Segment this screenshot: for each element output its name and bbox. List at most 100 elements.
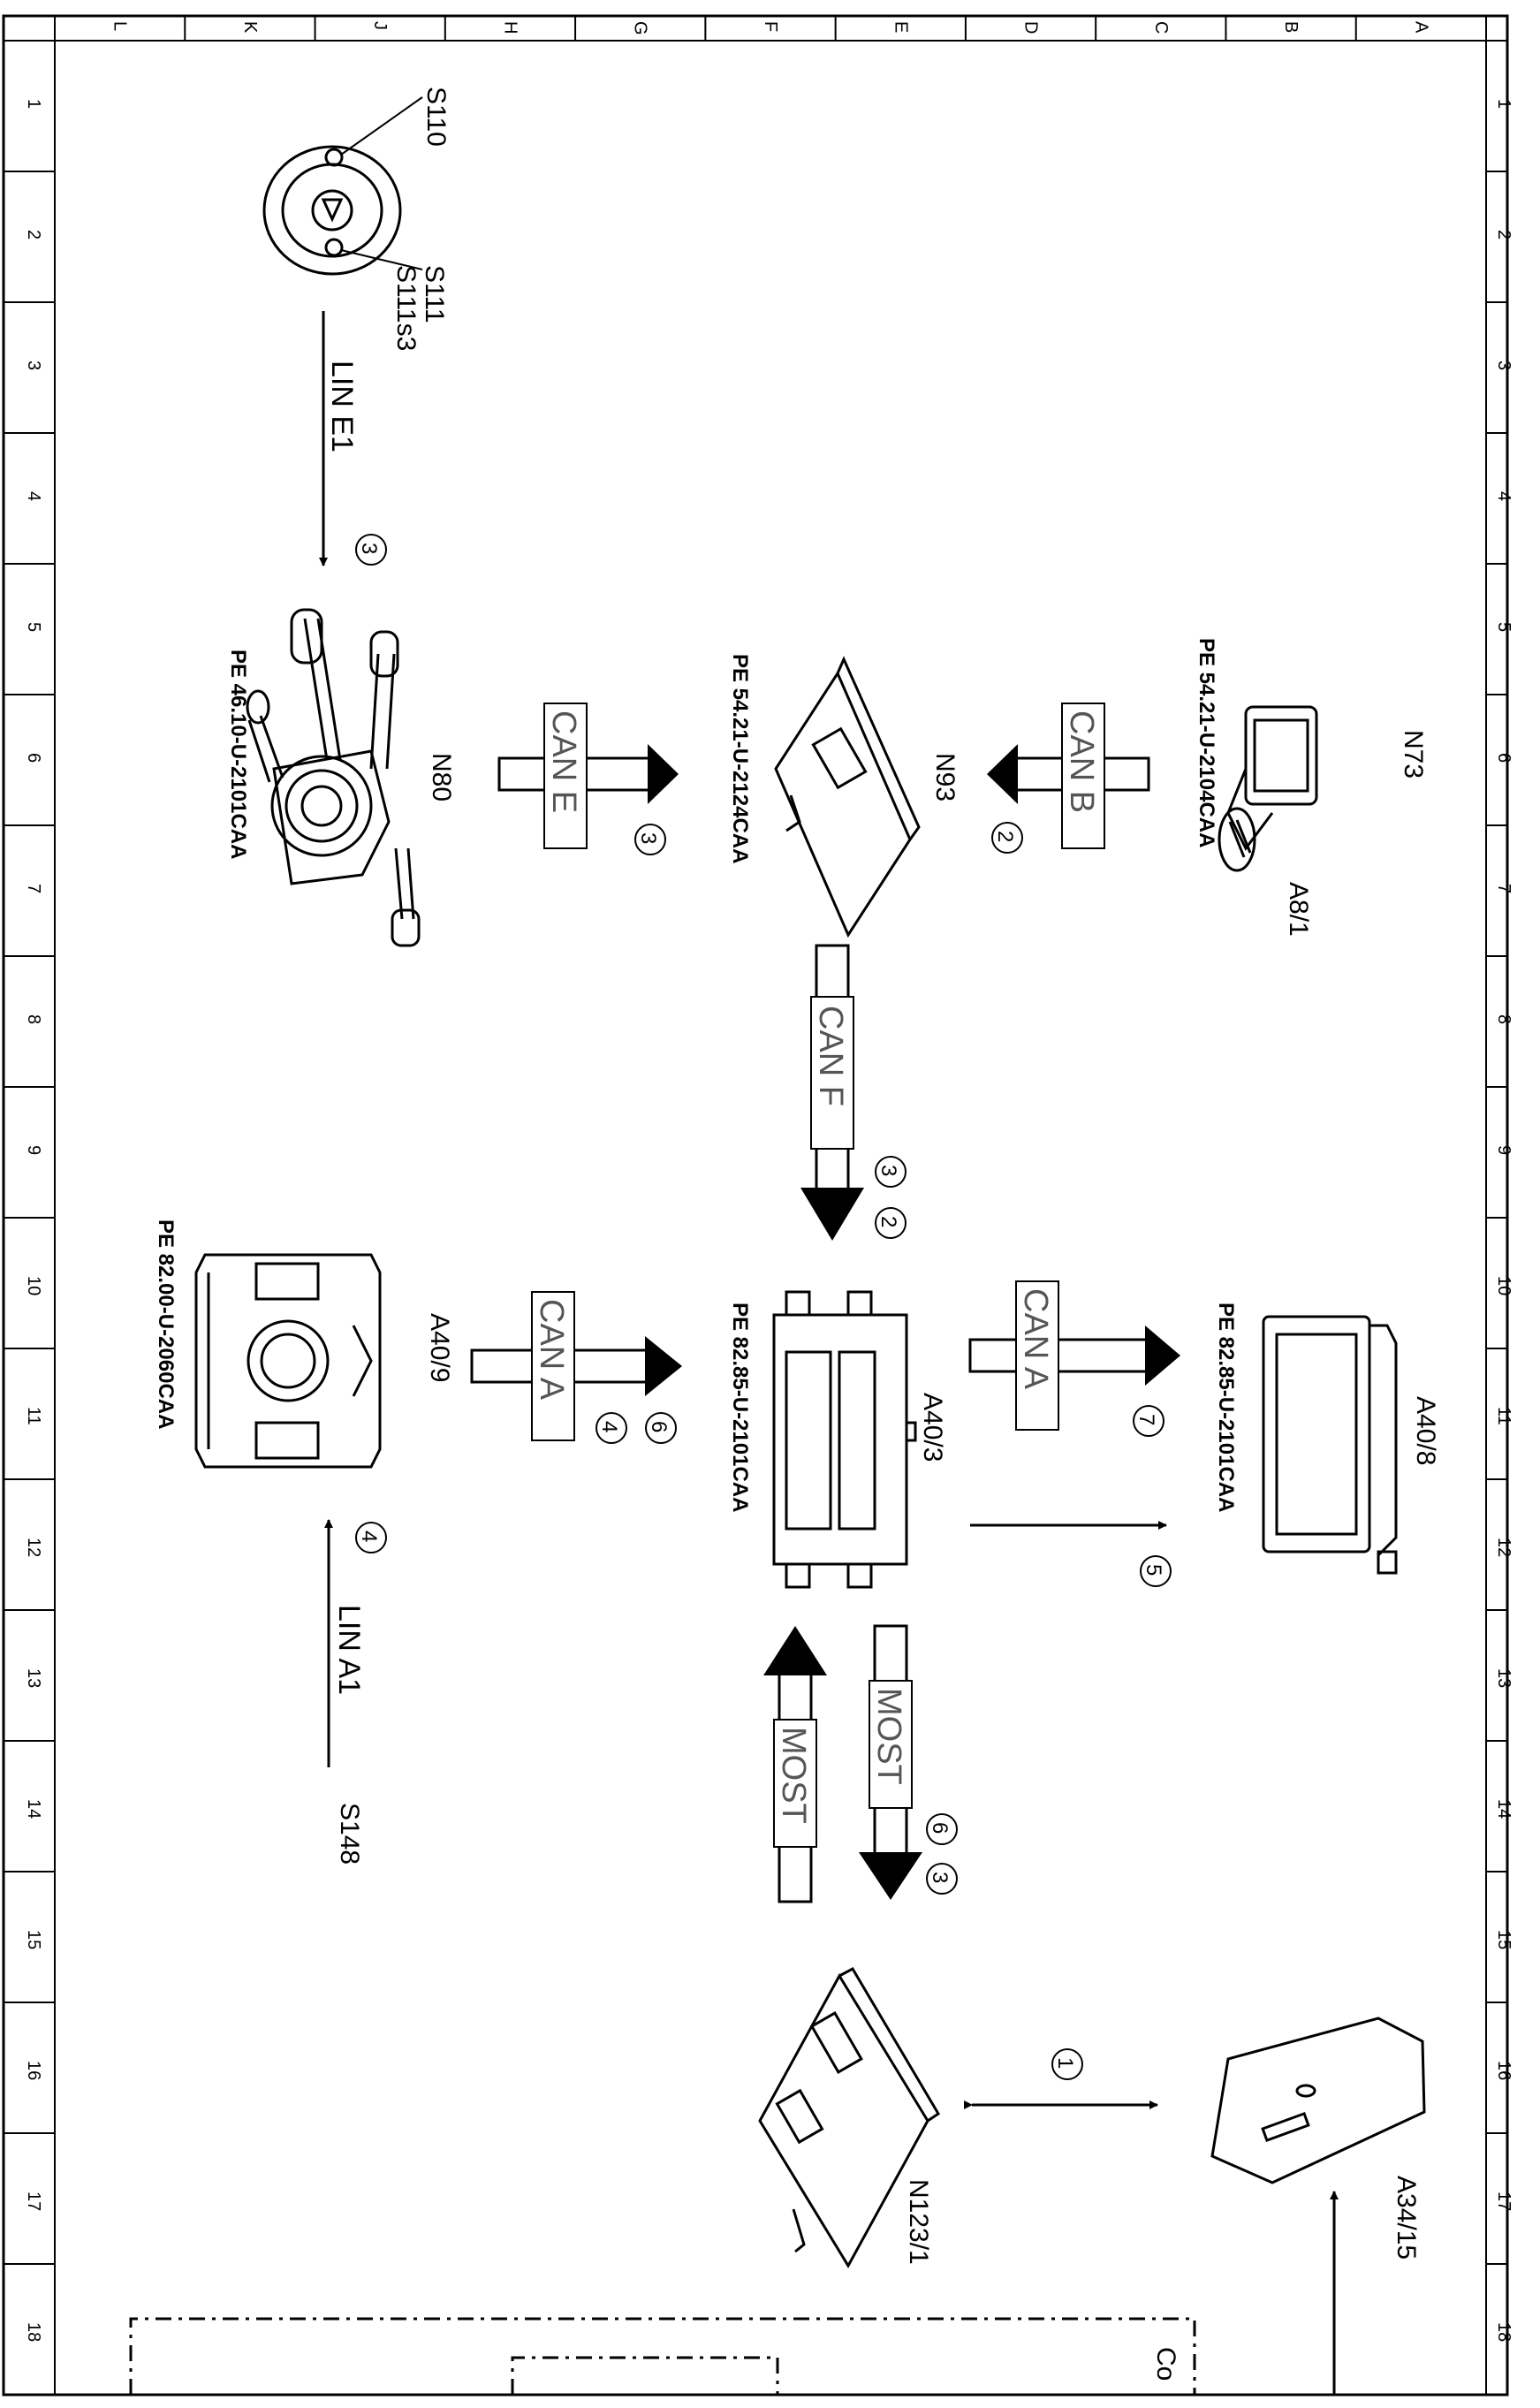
row-label-left: 16 xyxy=(24,2061,43,2080)
row-label-left: 6 xyxy=(24,753,43,763)
connector-dashed-box xyxy=(129,2317,1196,2395)
most-up-arrow xyxy=(763,1626,827,1903)
row-label-left: 7 xyxy=(24,884,43,893)
marker-can-a-left-4: 4 xyxy=(596,1412,627,1444)
row-label-left: 14 xyxy=(24,1799,43,1819)
row-label-left: 17 xyxy=(24,2192,43,2211)
svg-text:3: 3 xyxy=(357,543,381,554)
a40-8-display-illustration xyxy=(1262,1315,1398,1575)
a34-15-unit-illustration xyxy=(1210,2017,1426,2184)
column-label: B xyxy=(1281,21,1301,33)
can-e-label: CAN E xyxy=(545,710,582,813)
marker-n123: 1 xyxy=(1051,2048,1083,2080)
n93-label: N93 xyxy=(930,753,960,801)
row-label-right: 4 xyxy=(1494,491,1513,501)
svg-text:6: 6 xyxy=(647,1421,671,1432)
row-label-left: 13 xyxy=(24,1668,43,1688)
marker-can-b: 2 xyxy=(991,822,1023,854)
marker-can-e: 3 xyxy=(634,824,666,855)
row-label-left: 3 xyxy=(24,361,43,370)
n123-1-module-illustration xyxy=(758,1967,941,2268)
n80-switch-illustration xyxy=(246,608,421,947)
svg-text:3: 3 xyxy=(928,1872,952,1883)
svg-text:7: 7 xyxy=(1134,1414,1158,1425)
a40-9-control-panel-illustration xyxy=(194,1253,382,1469)
row-label-left: 8 xyxy=(24,1014,43,1024)
n73-ignition-illustration xyxy=(1218,705,1318,872)
steering-wheel-illustration xyxy=(262,145,402,276)
row-label-right: 15 xyxy=(1494,1930,1513,1949)
s148-label: S148 xyxy=(335,1803,364,1865)
s111s3-label: S111s3 xyxy=(391,265,421,351)
svg-text:4: 4 xyxy=(597,1421,621,1432)
s110-label: S110 xyxy=(421,87,451,147)
row-label-left: 18 xyxy=(24,2322,43,2342)
svg-text:4: 4 xyxy=(357,1531,381,1542)
row-label-left: 9 xyxy=(24,1145,43,1155)
column-label: G xyxy=(631,21,650,35)
row-label-left: 4 xyxy=(24,491,43,501)
column-label: H xyxy=(500,21,520,34)
n73-ref: PE 54.21-U-2104CAA xyxy=(1195,638,1218,847)
row-label-right: 5 xyxy=(1494,622,1513,632)
row-label-left: 10 xyxy=(24,1276,43,1295)
row-label-right: 18 xyxy=(1494,2322,1513,2342)
column-label: K xyxy=(240,21,260,34)
n93-ref: PE 54.21-U-2124CAA xyxy=(728,654,752,863)
column-label: J xyxy=(370,21,390,30)
n93-module-illustration xyxy=(774,656,921,938)
marker-can-f-3: 3 xyxy=(875,1156,907,1188)
svg-text:3: 3 xyxy=(876,1165,900,1176)
row-label-right: 8 xyxy=(1494,1014,1513,1024)
svg-text:5: 5 xyxy=(1142,1564,1165,1576)
row-label-right: 17 xyxy=(1494,2192,1513,2211)
n80-ref: PE 46.10-U-2101CAA xyxy=(226,649,250,859)
row-label-right: 13 xyxy=(1494,1668,1513,1688)
svg-text:2: 2 xyxy=(993,831,1017,842)
most-up-label: MOST xyxy=(775,1727,812,1824)
n73-label: N73 xyxy=(1399,730,1428,779)
a40-9-label: A40/9 xyxy=(425,1313,454,1382)
sheet-frame xyxy=(2,14,1509,2397)
a8-1-label: A8/1 xyxy=(1284,882,1313,937)
marker-most-6: 6 xyxy=(926,1813,958,1845)
row-label-right: 7 xyxy=(1494,884,1513,893)
can-a-left-arrow xyxy=(470,1291,682,1441)
row-label-right: 16 xyxy=(1494,2061,1513,2080)
lin-e1-label: LIN E1 xyxy=(325,361,359,452)
can-b-arrow xyxy=(987,703,1150,849)
row-label-right: 12 xyxy=(1494,1538,1513,1557)
a40-8-label: A40/8 xyxy=(1411,1396,1440,1465)
a34-15-label: A34/15 xyxy=(1392,2176,1421,2260)
marker-lin-e1: 3 xyxy=(355,534,387,566)
a40-3-head-unit-illustration xyxy=(772,1290,917,1589)
row-label-left: 5 xyxy=(24,622,43,632)
row-label-left: 12 xyxy=(24,1538,43,1557)
can-a-left-label: CAN A xyxy=(533,1299,570,1401)
most-down-arrow xyxy=(859,1624,922,1900)
can-f-label: CAN F xyxy=(812,1006,849,1106)
row-label-right: 14 xyxy=(1494,1799,1513,1819)
row-label-right: 10 xyxy=(1494,1276,1513,1295)
a40-8-ref: PE 82.85-U-2101CAA xyxy=(1214,1303,1238,1512)
marker-most-3: 3 xyxy=(926,1863,958,1895)
can-f-arrow xyxy=(800,944,864,1241)
svg-text:1: 1 xyxy=(1053,2057,1077,2069)
row-label-left: 2 xyxy=(24,230,43,239)
row-label-left: 15 xyxy=(24,1930,43,1949)
marker-can-a-right: 7 xyxy=(1133,1405,1164,1437)
a40-3-label: A40/3 xyxy=(918,1393,947,1462)
column-label: C xyxy=(1151,21,1171,34)
column-label: L xyxy=(110,21,130,31)
row-label-right: 2 xyxy=(1494,230,1513,239)
n123-1-label: N123/1 xyxy=(904,2179,933,2265)
svg-text:2: 2 xyxy=(876,1216,900,1227)
marker-lin-a1: 4 xyxy=(355,1522,387,1553)
a40-9-ref: PE 82.00-U-2060CAA xyxy=(154,1219,178,1429)
n80-label: N80 xyxy=(427,753,456,801)
column-label: D xyxy=(1021,21,1041,34)
